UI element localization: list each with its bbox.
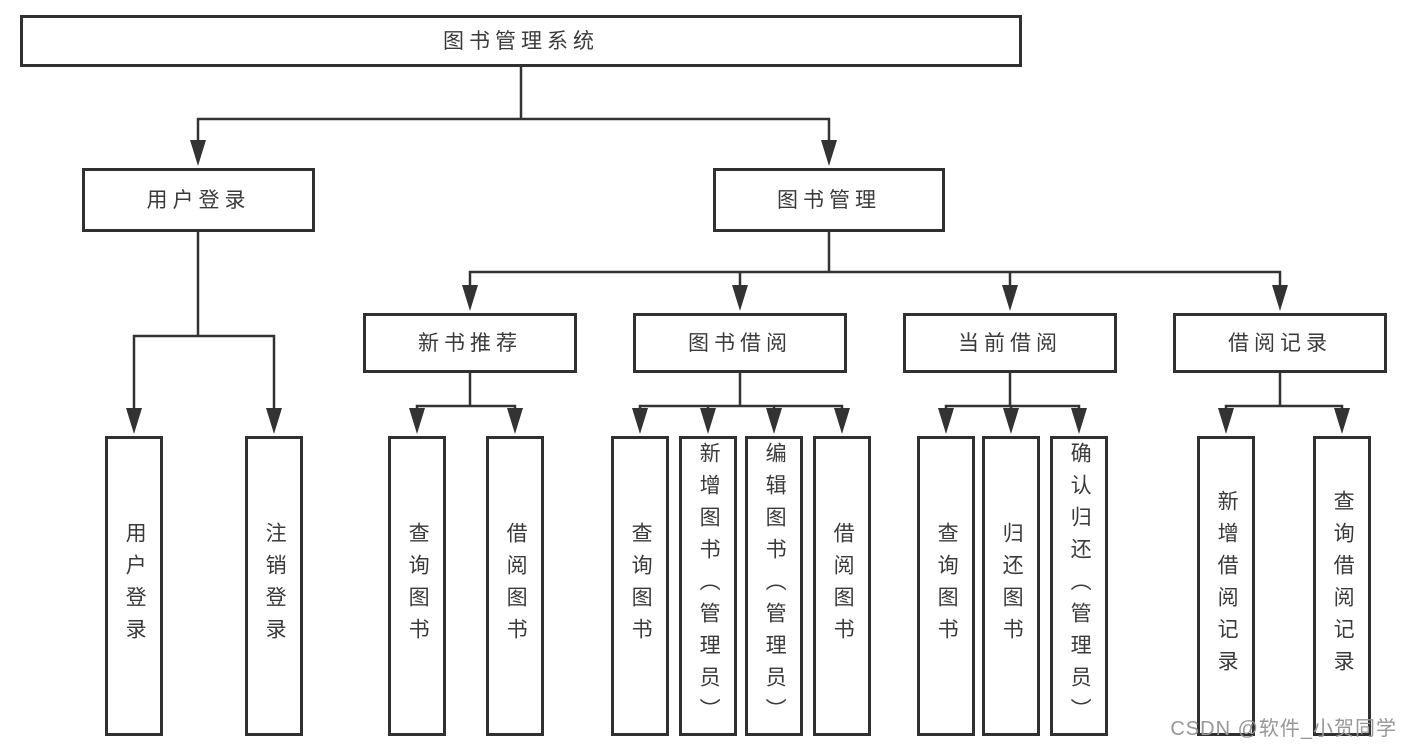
leaf-query-borrow-record: 查询借阅记录 (1313, 436, 1371, 736)
node-book-borrowing: 图书借阅 (633, 313, 847, 373)
leaf-borrow-books-recommend: 借阅图书 (486, 436, 544, 736)
node-label: 新增图书（管理员） (697, 442, 721, 730)
node-label: 当前借阅 (958, 331, 1062, 355)
node-book-management: 图书管理 (713, 168, 945, 232)
leaf-return-books: 归还图书 (982, 436, 1040, 736)
node-user-login: 用户登录 (82, 168, 315, 232)
node-label: 查询图书 (629, 522, 653, 650)
node-label: 查询图书 (935, 522, 959, 650)
node-label: 借阅图书 (504, 522, 528, 650)
leaf-query-books-borrow: 查询图书 (611, 436, 669, 736)
node-label: 新增借阅记录 (1215, 490, 1239, 682)
node-library-management-system: 图书管理系统 (20, 15, 1022, 67)
node-label: 图书借阅 (688, 331, 792, 355)
arrowheads (126, 140, 1350, 434)
node-label: 用户登录 (123, 522, 147, 650)
node-label: 注销登录 (263, 522, 287, 650)
node-label: 借阅记录 (1228, 331, 1332, 355)
leaf-add-books-admin: 新增图书（管理员） (679, 436, 737, 736)
node-label: 借阅图书 (831, 522, 855, 650)
node-label: 查询借阅记录 (1331, 490, 1355, 682)
node-label: 确认归还（管理员） (1068, 442, 1092, 730)
node-new-book-recommendation: 新书推荐 (363, 313, 577, 373)
leaf-edit-books-admin: 编辑图书（管理员） (745, 436, 803, 736)
leaf-add-borrow-record: 新增借阅记录 (1197, 436, 1255, 736)
leaf-query-books-recommend: 查询图书 (388, 436, 446, 736)
node-label: 查询图书 (406, 522, 430, 650)
leaf-query-books-current: 查询图书 (917, 436, 975, 736)
leaf-borrow-books: 借阅图书 (813, 436, 871, 736)
watermark: CSDN @软件_小贺同学 (1170, 718, 1397, 740)
node-current-borrowing: 当前借阅 (903, 313, 1117, 373)
node-label: 归还图书 (1000, 522, 1024, 650)
node-label: 图书管理 (777, 188, 881, 212)
node-label: 图书管理系统 (443, 29, 599, 53)
leaf-confirm-return-admin: 确认归还（管理员） (1050, 436, 1108, 736)
node-label: 新书推荐 (418, 331, 522, 355)
node-label: 编辑图书（管理员） (763, 442, 787, 730)
leaf-user-login: 用户登录 (105, 436, 163, 736)
node-label: 用户登录 (146, 188, 251, 212)
node-borrowing-records: 借阅记录 (1173, 313, 1387, 373)
leaf-logout: 注销登录 (245, 436, 303, 736)
